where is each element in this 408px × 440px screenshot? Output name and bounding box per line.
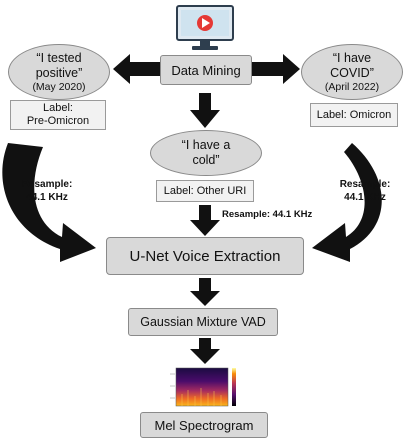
right-quote-line-2: COVID” xyxy=(330,65,374,80)
left-quote-line-1: “I tested xyxy=(36,50,82,65)
arrow-to-right-quote xyxy=(252,54,300,84)
left-quote-ellipse: “I tested positive” (May 2020) xyxy=(8,44,110,100)
left-resample-line-2: 44.1 KHz xyxy=(26,192,68,203)
data-mining-text: Data Mining xyxy=(171,62,241,78)
center-label-box: Label: Other URI xyxy=(156,180,254,202)
arrow-down-to-spectrogram xyxy=(190,338,220,364)
arrow-down-to-gmm xyxy=(190,278,220,306)
right-quote-ellipse: “I have COVID” (April 2022) xyxy=(301,44,403,100)
arrow-down-to-cold xyxy=(190,93,220,128)
mel-spectrogram-box: Mel Spectrogram xyxy=(140,412,268,438)
left-label-line-1: Label: xyxy=(43,102,73,114)
mel-text: Mel Spectrogram xyxy=(154,417,254,433)
center-resample-text: Resample: 44.1 KHz xyxy=(222,208,348,221)
right-resample-line-2: 44.1 KHz xyxy=(344,192,386,203)
right-resample-text: Resample: 44.1 KHz xyxy=(330,178,400,204)
unet-text: U-Net Voice Extraction xyxy=(129,247,281,265)
center-quote-line-1: “I have a xyxy=(181,138,231,152)
center-resample-line: Resample: 44.1 KHz xyxy=(222,209,313,220)
left-label-box: Label: Pre-Omicron xyxy=(10,100,106,130)
right-label-text: Label: Omicron xyxy=(316,109,392,121)
arrow-down-to-unet xyxy=(190,205,220,236)
right-quote-line-3: (April 2022) xyxy=(324,80,380,93)
left-curved-arrow xyxy=(2,143,96,262)
right-quote-line-1: “I have xyxy=(332,50,372,65)
monitor-play-icon xyxy=(174,4,236,54)
left-quote-line-3: (May 2020) xyxy=(32,80,86,93)
right-label-box: Label: Omicron xyxy=(310,103,398,127)
center-label-text: Label: Other URI xyxy=(163,185,247,197)
gaussian-mixture-vad-box: Gaussian Mixture VAD xyxy=(128,308,278,336)
left-label-line-2: Pre-Omicron xyxy=(26,115,90,127)
unet-voice-extraction-box: U-Net Voice Extraction xyxy=(106,237,304,275)
gmm-vad-text: Gaussian Mixture VAD xyxy=(140,315,266,329)
left-resample-line-1: Resample: xyxy=(21,179,73,190)
center-quote-line-2: cold” xyxy=(192,153,220,167)
spectrogram-thumbnail xyxy=(166,364,244,410)
right-resample-line-1: Resample: xyxy=(339,179,391,190)
arrow-to-left-quote xyxy=(113,54,160,84)
data-mining-box: Data Mining xyxy=(160,55,252,85)
left-quote-line-2: positive” xyxy=(35,65,83,80)
right-curved-arrow xyxy=(312,143,382,262)
left-resample-text: Resample: 44.1 KHz xyxy=(12,178,82,204)
center-quote-ellipse: “I have a cold” xyxy=(150,130,262,176)
